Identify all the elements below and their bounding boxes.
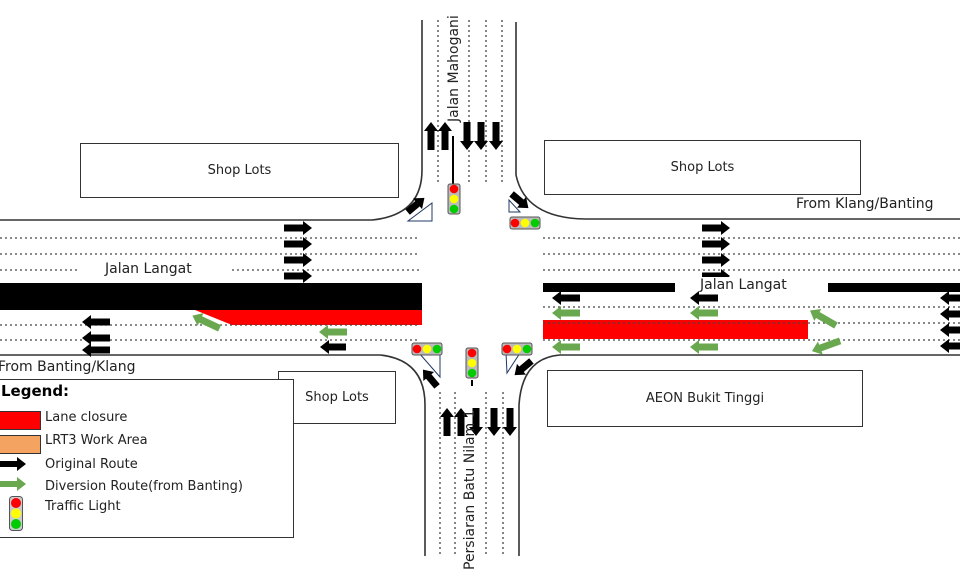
legend-title: Legend: [1,382,70,400]
legend-label-traffic-light: Traffic Light [45,499,121,514]
original-route-arrow [284,253,312,267]
original-route-arrow [82,315,110,329]
diversion-route-arrow [811,337,842,355]
road-label-jalan-mahogani: Jalan Mahogani [446,15,462,122]
original-route-arrow [422,369,440,389]
curb-sw [0,354,426,556]
diversion-route-arrow [552,306,580,320]
legend-label-original-route: Original Route [45,457,138,472]
traffic-light-icon [411,342,443,356]
building-shop-lots-nw: Shop Lots [80,143,399,198]
lane-closure-west [195,310,422,325]
original-route-arrow [82,343,110,357]
diversion-route-arrow [319,325,347,339]
legend-label-diversion-route: Diversion Route(from Banting) [45,479,243,494]
traffic-light-icon [501,342,533,356]
original-route-arrow [424,122,438,150]
original-route-arrow [940,323,960,337]
original-route-icon [0,457,26,471]
road-label-jalan-langat-east: Jalan Langat [700,277,787,293]
traffic-light-icon [9,496,23,531]
legend-label-lane-closure: Lane closure [45,410,128,425]
original-route-arrow [469,408,483,436]
legend-swatch-lrt3 [0,435,41,454]
original-route-arrow [440,408,454,436]
median-barrier-east-1 [543,283,675,292]
original-route-arrow [438,122,452,150]
original-route-arrow [690,291,718,305]
original-route-arrow [503,408,517,436]
road-label-persiaran-batu-nilam: Persiaran Batu Nilam 1 [462,409,478,570]
original-route-arrow [284,221,312,235]
original-route-arrow [514,358,534,376]
diversion-route-arrow [552,340,580,354]
traffic-light-icon [509,216,541,230]
original-route-arrow [509,191,529,209]
legend-swatch-lane-closure [0,411,41,430]
original-route-arrow [82,331,110,345]
original-route-arrow [940,339,960,353]
lane-closure-east [543,320,808,339]
diversion-route-arrow [690,306,718,320]
signal-pole-ne [508,198,522,213]
original-route-arrow [460,122,474,150]
original-route-arrow [940,291,960,305]
diversion-route-arrow [192,313,222,332]
original-route-arrow [940,307,960,321]
original-route-arrow [474,122,488,150]
original-route-arrow [702,237,730,251]
building-aeon: AEON Bukit Tinggi [547,370,863,427]
original-route-arrow [405,197,425,215]
label-from-banting-klang: From Banting/Klang [0,359,136,375]
diversion-route-arrow [810,308,838,329]
original-route-arrow [487,408,501,436]
original-route-arrow [489,122,503,150]
original-route-arrow [702,253,730,267]
traffic-light-icon [465,347,479,379]
curb-ne [515,22,960,220]
curb-nw [0,20,423,221]
original-route-arrow [702,221,730,235]
legend-label-lrt3: LRT3 Work Area [45,433,148,448]
road-label-jalan-langat-west: Jalan Langat [105,261,192,277]
signal-pole-nw [406,202,433,222]
traffic-light-icon [447,183,461,215]
building-shop-lots-ne: Shop Lots [544,140,861,195]
curb-se [518,354,960,556]
original-route-arrow [454,408,468,436]
building-shop-lots-sw: Shop Lots [278,371,396,424]
original-route-arrow [552,291,580,305]
median-barrier-west [0,283,422,310]
original-route-arrow [284,269,312,283]
diversion-route-arrow [690,340,718,354]
median-barrier-east-2 [828,283,960,292]
legend: Legend: Lane closure LRT3 Work Area Orig… [0,379,294,538]
label-from-klang-banting: From Klang/Banting [796,196,934,212]
diversion-route-icon [0,477,26,491]
original-route-arrow [320,340,346,354]
legend-icons [0,457,26,491]
original-route-arrow [284,237,312,251]
